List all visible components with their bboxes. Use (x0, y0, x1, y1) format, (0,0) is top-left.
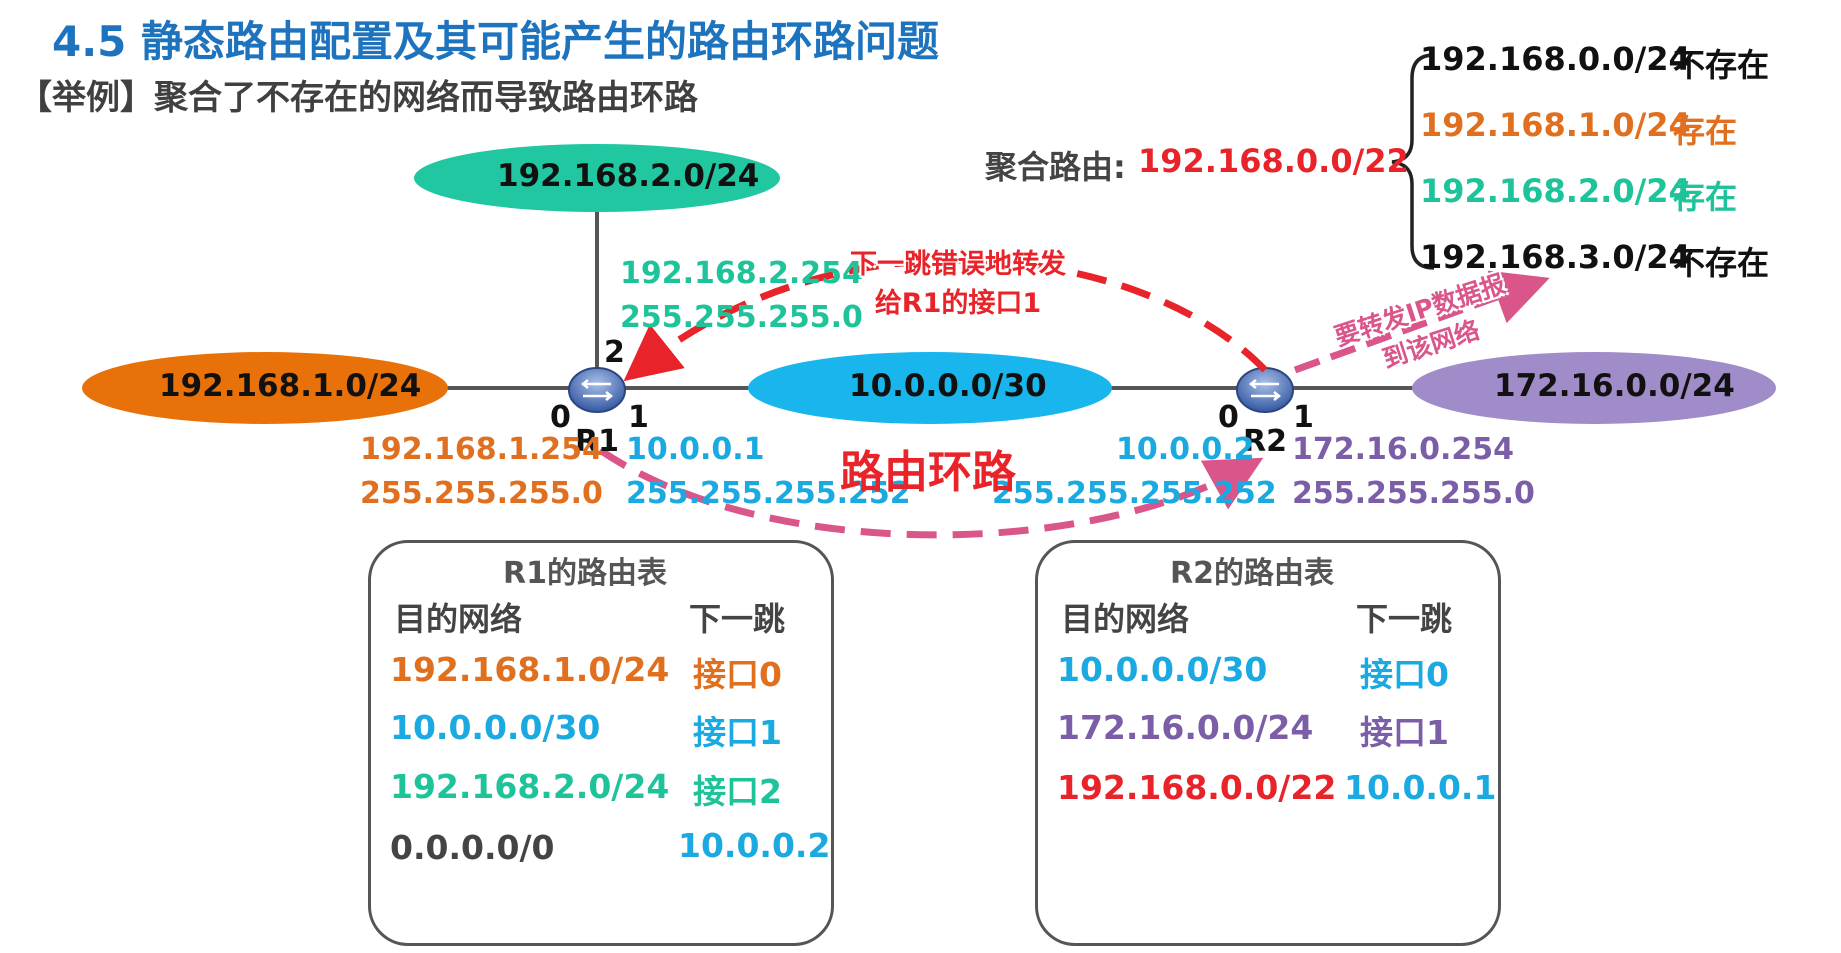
network-top-label: 192.168.2.0/24 (497, 158, 760, 194)
router-r2-icon (1236, 367, 1294, 413)
r1-row-dest: 0.0.0.0/0 (390, 828, 555, 867)
network-left-label: 192.168.1.0/24 (159, 368, 422, 404)
arrow-forward-to-network (1293, 270, 1550, 374)
r2-if1-mask: 255.255.255.0 (1292, 476, 1535, 511)
network-right-ellipse (1412, 352, 1776, 424)
r1-routing-table (368, 540, 834, 946)
network-middle-label: 10.0.0.0/30 (849, 368, 1047, 404)
r1-if0-mask: 255.255.255.0 (360, 476, 603, 511)
aggregate-item-status: 存在 (1673, 112, 1738, 150)
r2-col-next: 下一跳 (1356, 600, 1453, 638)
r1-if2-label: 2 (604, 335, 625, 370)
aggregate-brace (1391, 53, 1435, 270)
r2-table-title: R2的路由表 (1170, 556, 1334, 591)
r1-col-dest: 目的网络 (394, 600, 523, 638)
r1-row-next: 10.0.0.2 (678, 826, 831, 865)
r2-if1-ip: 172.16.0.254 (1292, 432, 1515, 467)
arrow-next-hop-wrong (623, 256, 1268, 382)
aggregate-item-status: 不存在 (1673, 244, 1770, 282)
aggregate-label: 聚合路由: (985, 148, 1126, 186)
r1-row-next: 接口2 (693, 772, 782, 811)
network-right-label: 172.16.0.0/24 (1494, 368, 1735, 404)
network-middle-ellipse (748, 352, 1112, 424)
page-title: 4.5 静态路由配置及其可能产生的路由环路问题 (52, 17, 940, 66)
r1-row-dest: 192.168.1.0/24 (390, 650, 670, 689)
network-top-ellipse (414, 144, 780, 212)
r1-name: R1 (575, 424, 619, 459)
r1-table-title: R1的路由表 (503, 556, 667, 591)
aggregate-item-status: 不存在 (1673, 46, 1770, 84)
network-left-ellipse (82, 352, 448, 424)
r1-row-dest: 192.168.2.0/24 (390, 767, 670, 806)
r2-if0-label: 0 (1218, 400, 1239, 435)
r1-if1-mask: 255.255.255.252 (626, 476, 911, 511)
aggregate-item-net: 192.168.3.0/24 (1420, 238, 1691, 276)
aggregate-route: 192.168.0.0/22 (1138, 142, 1409, 180)
r1-row-next: 接口1 (693, 713, 782, 752)
r2-col-dest: 目的网络 (1061, 600, 1190, 638)
router-r1-icon (568, 367, 626, 413)
arrow-loop-back (598, 447, 1264, 539)
r2-if0-ip: 10.0.0.2 (1116, 432, 1255, 467)
annotation-next-hop-line2: 给R1的接口1 (874, 288, 1042, 319)
aggregate-item-net: 192.168.0.0/24 (1420, 40, 1691, 78)
r1-if2-mask: 255.255.255.0 (620, 300, 863, 335)
annotation-next-hop: 下一跳错误地转发 给R1的接口1 (838, 242, 1078, 320)
aggregate-item-status: 存在 (1673, 178, 1738, 216)
r2-row-next: 10.0.0.1 (1344, 768, 1497, 807)
annotation-next-hop-line1: 下一跳错误地转发 (850, 249, 1066, 280)
r1-if2-ip: 192.168.2.254 (620, 256, 863, 291)
r1-if0-label: 0 (550, 400, 571, 435)
r2-name: R2 (1243, 424, 1287, 459)
page-subtitle: 【举例】聚合了不存在的网络而导致路由环路 (18, 78, 698, 118)
aggregate-item-net: 192.168.2.0/24 (1420, 172, 1691, 210)
r1-if1-ip: 10.0.0.1 (626, 432, 765, 467)
r2-row-next: 接口0 (1360, 655, 1449, 694)
r1-if0-ip: 192.168.1.254 (360, 432, 603, 467)
r2-if1-label: 1 (1293, 400, 1314, 435)
r2-row-dest: 172.16.0.0/24 (1057, 708, 1314, 747)
r2-row-dest: 192.168.0.0/22 (1057, 768, 1337, 807)
r1-if1-label: 1 (628, 400, 649, 435)
r2-row-dest: 10.0.0.0/30 (1057, 650, 1268, 689)
r2-if0-mask: 255.255.255.252 (992, 476, 1277, 511)
aggregate-item-net: 192.168.1.0/24 (1420, 106, 1691, 144)
r1-row-next: 接口0 (693, 655, 782, 694)
r1-row-dest: 10.0.0.0/30 (390, 708, 601, 747)
routing-loop-label: 路由环路 (840, 447, 1016, 498)
r2-row-next: 接口1 (1360, 713, 1449, 752)
r2-routing-table (1035, 540, 1501, 946)
r1-col-next: 下一跳 (689, 600, 786, 638)
